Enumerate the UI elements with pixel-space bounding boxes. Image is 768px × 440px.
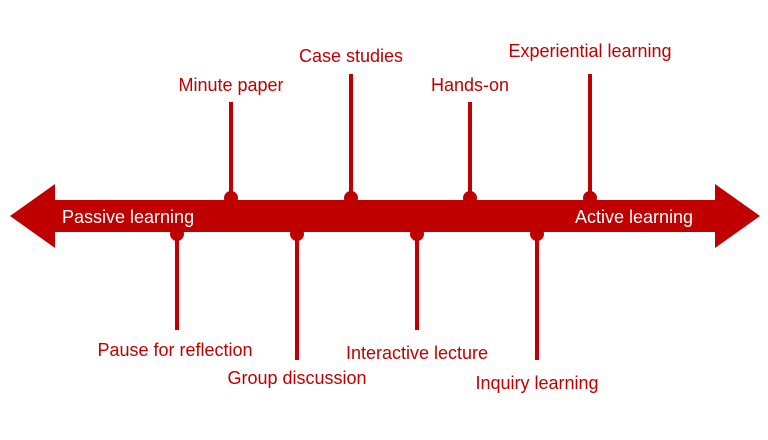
- pause-for-reflection-label: Pause for reflection: [97, 340, 253, 360]
- minute-paper-label: Minute paper: [178, 75, 284, 95]
- experiential-learning-label: Experiential learning: [508, 41, 672, 61]
- dot-pause-for-reflection: [170, 227, 184, 241]
- inquiry-learning-label: Inquiry learning: [475, 373, 599, 393]
- dot-group-discussion: [290, 227, 304, 241]
- dot-inquiry-learning: [530, 227, 544, 241]
- passive-learning-label: Passive learning: [62, 207, 195, 227]
- dot-case-studies: [344, 191, 358, 205]
- case-studies-label: Case studies: [298, 46, 404, 66]
- double-headed-arrow: [10, 184, 760, 248]
- interactive-lecture-label: Interactive lecture: [345, 343, 489, 363]
- active-learning-label: Active learning: [575, 207, 694, 227]
- dot-experiential-learning: [583, 191, 597, 205]
- dot-interactive-lecture: [410, 227, 424, 241]
- dot-hands-on: [463, 191, 477, 205]
- group-discussion-label: Group discussion: [227, 368, 367, 388]
- dot-minute-paper: [224, 191, 238, 205]
- hands-on-label: Hands-on: [430, 75, 510, 95]
